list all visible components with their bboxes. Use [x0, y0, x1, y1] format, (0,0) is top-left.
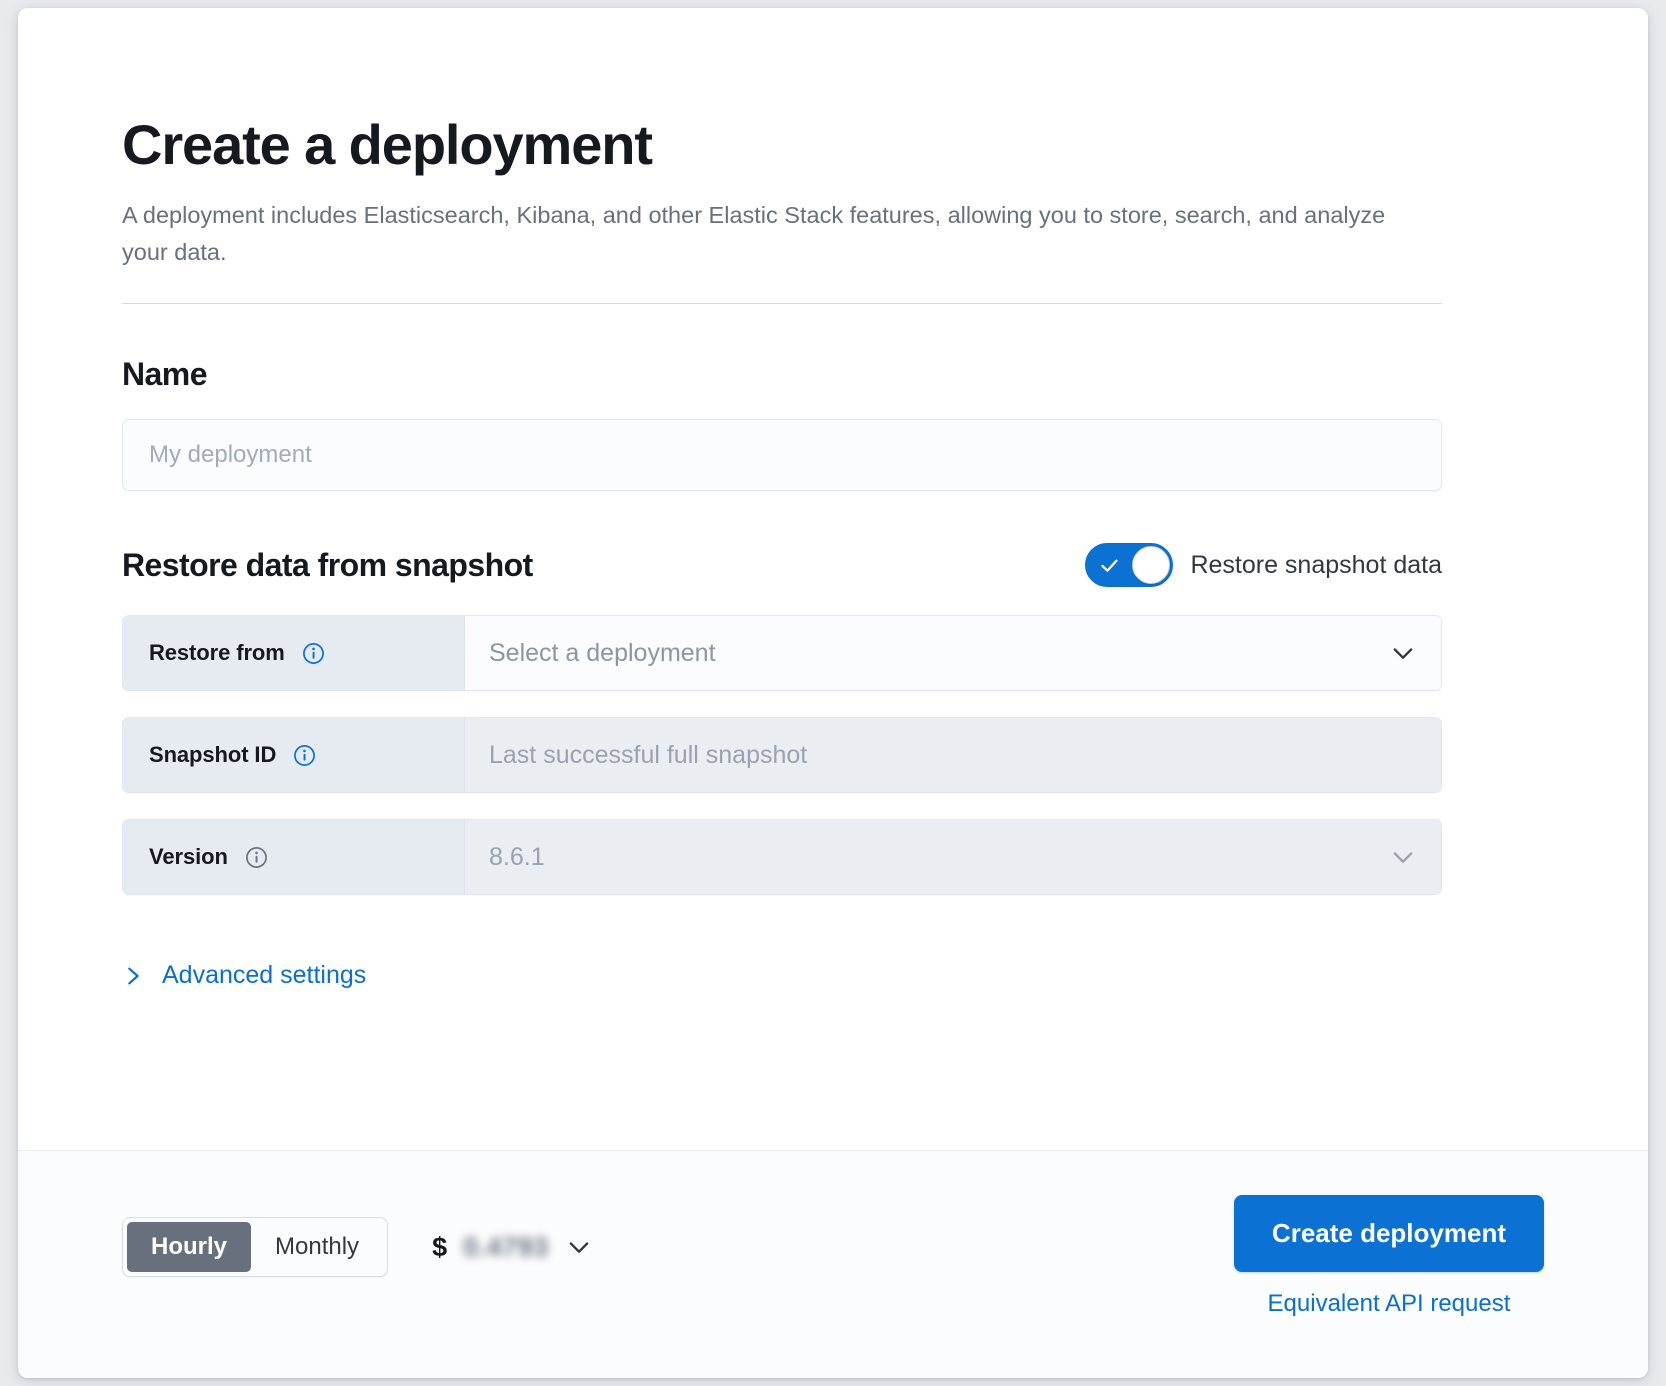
snapshot-id-value: Last successful full snapshot [489, 740, 808, 769]
footer-bar: Hourly Monthly $ 0.4793 Create deploymen… [18, 1150, 1648, 1378]
snapshot-heading-row: Restore data from snapshot Restore snaps… [122, 543, 1442, 588]
restore-snapshot-toggle-label: Restore snapshot data [1190, 550, 1442, 579]
toggle-knob [1132, 546, 1171, 585]
card-body: Create a deployment A deployment include… [18, 8, 1648, 1150]
equivalent-api-request-link[interactable]: Equivalent API request [1267, 1290, 1511, 1317]
snapshot-id-input: Last successful full snapshot [465, 718, 1441, 793]
content-container: Create a deployment A deployment include… [122, 113, 1442, 994]
snapshot-id-label-prepend: Snapshot ID [123, 718, 465, 793]
version-select: 8.6.1 [465, 820, 1441, 895]
restore-from-value: Select a deployment [489, 638, 716, 667]
version-label-prepend: Version [123, 820, 465, 895]
footer-left-group: Hourly Monthly $ 0.4793 [122, 1195, 593, 1277]
price-value: 0.4793 [463, 1231, 549, 1262]
info-icon[interactable] [302, 642, 325, 665]
version-value: 8.6.1 [489, 842, 545, 871]
advanced-settings-label: Advanced settings [162, 961, 367, 990]
chevron-down-icon[interactable] [1389, 639, 1417, 667]
restore-snapshot-toggle[interactable] [1085, 543, 1174, 588]
page-title: Create a deployment [122, 113, 653, 176]
advanced-settings-link[interactable]: Advanced settings [122, 961, 366, 990]
restore-from-select[interactable]: Select a deployment [465, 616, 1441, 691]
billing-option-monthly[interactable]: Monthly [275, 1233, 360, 1260]
deployment-name-input[interactable]: My deployment [122, 419, 1442, 492]
create-deployment-card: Create a deployment A deployment include… [18, 8, 1648, 1378]
page-description: A deployment includes Elasticsearch, Kib… [122, 201, 1386, 265]
form-row-restore-from[interactable]: Restore from Select a deployment [122, 615, 1442, 692]
chevron-down-icon [1393, 852, 1413, 863]
create-deployment-button[interactable]: Create deployment [1233, 1195, 1544, 1272]
form-row-snapshot-id: Snapshot ID Last successful full snapsho… [122, 717, 1442, 794]
chevron-right-icon [128, 967, 139, 984]
deployment-name-placeholder: My deployment [149, 441, 312, 469]
restore-snapshot-toggle-group[interactable]: Restore snapshot data [1085, 543, 1442, 588]
snapshot-id-label: Snapshot ID [149, 742, 277, 768]
billing-period-segmented-control[interactable]: Hourly Monthly [122, 1217, 389, 1277]
form-row-version: Version 8.6.1 [122, 819, 1442, 896]
price-display[interactable]: $ 0.4793 [432, 1232, 593, 1263]
restore-from-label-prepend: Restore from [123, 616, 465, 691]
billing-option-hourly[interactable]: Hourly [127, 1222, 252, 1272]
checkmark-icon [1101, 559, 1119, 572]
chevron-down-icon[interactable] [565, 1233, 593, 1261]
footer-right-group: Create deployment Equivalent API request [1233, 1195, 1544, 1318]
info-icon[interactable] [293, 744, 316, 767]
info-icon [245, 846, 267, 868]
price-currency: $ [432, 1231, 448, 1262]
header-divider [122, 303, 1442, 305]
restore-from-label: Restore from [149, 640, 285, 666]
snapshot-section-heading: Restore data from snapshot [122, 546, 533, 583]
name-section-heading: Name [122, 356, 208, 393]
version-label: Version [149, 844, 228, 870]
